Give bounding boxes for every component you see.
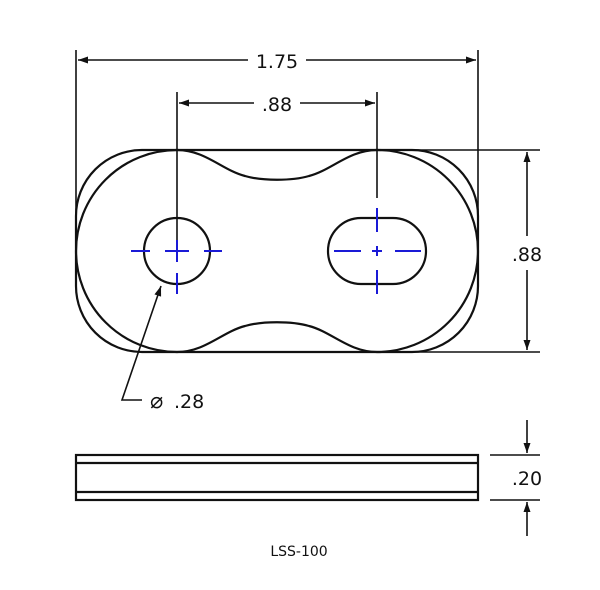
hole-centerlines bbox=[131, 240, 222, 294]
dimension-thickness: .20 bbox=[490, 420, 542, 536]
part-number: LSS-100 bbox=[270, 544, 327, 560]
side-view: .20 bbox=[74, 420, 542, 536]
dimension-label: .20 bbox=[512, 468, 542, 490]
slot-centerlines bbox=[334, 208, 421, 294]
slot bbox=[326, 216, 428, 286]
dimension-overall-width: .88 bbox=[512, 152, 542, 350]
link-outline bbox=[74, 148, 480, 354]
diameter-symbol-icon: ⌀ bbox=[150, 389, 163, 414]
dimension-label: .28 bbox=[174, 391, 204, 413]
dimension-hole-spacing: .88 bbox=[179, 94, 375, 116]
dimension-label: .88 bbox=[512, 244, 542, 266]
extension-lines bbox=[75, 50, 540, 353]
dimension-label: 1.75 bbox=[256, 51, 298, 73]
side-profile bbox=[74, 453, 480, 502]
dimension-overall-length: 1.75 bbox=[78, 51, 476, 73]
dimension-hole-diameter: ⌀ .28 bbox=[120, 285, 204, 414]
top-view: 1.75 .88 .88 ⌀ .28 bbox=[74, 50, 542, 414]
dimension-label: .88 bbox=[262, 94, 292, 116]
